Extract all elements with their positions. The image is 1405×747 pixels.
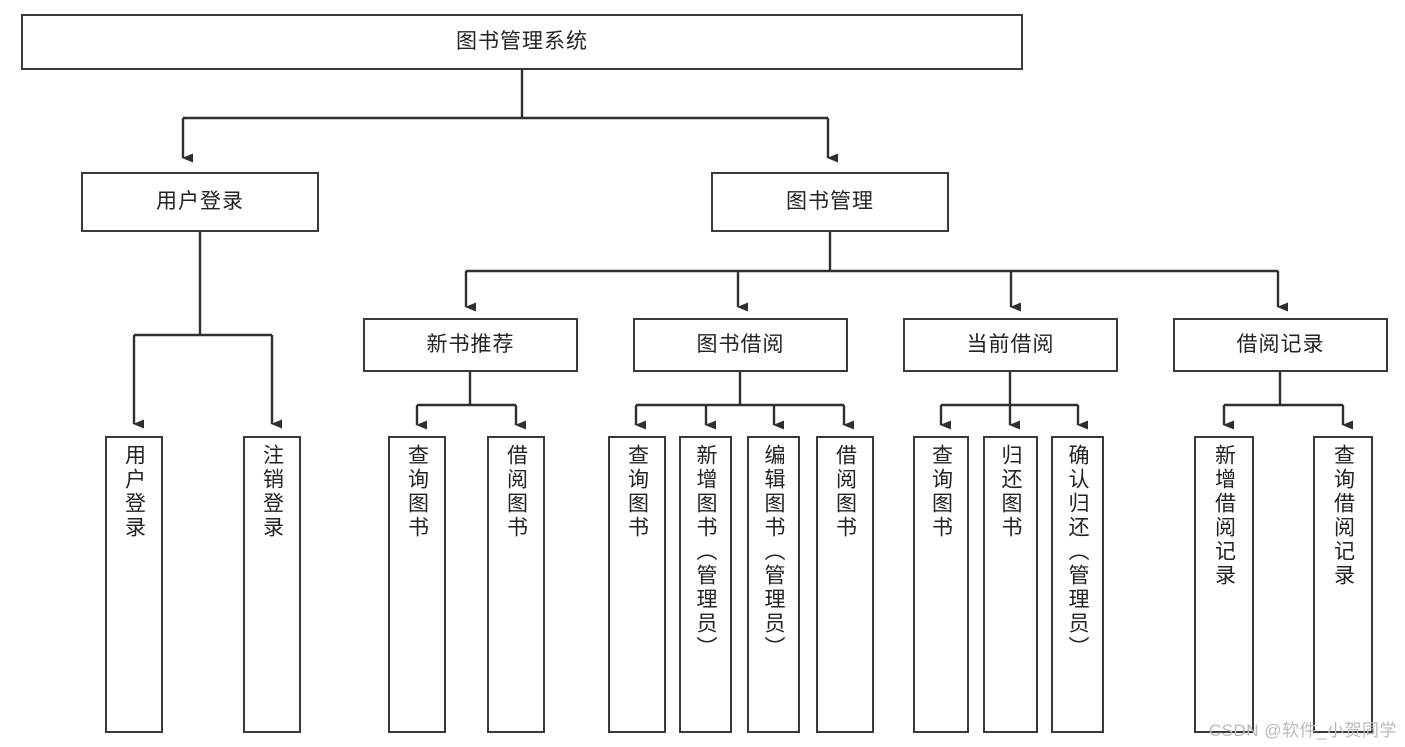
leaf-query-record-label: 查询借阅记录 [1331,444,1355,588]
node-borrow-record-label: 借阅记录 [1236,332,1325,356]
leaf-query-book-3[interactable]: 查询图书 [913,436,969,733]
node-book-borrow[interactable]: 图书借阅 [633,318,848,372]
leaf-confirm-return[interactable]: 确认归还（管理员） [1051,436,1104,733]
node-book-borrow-label: 图书借阅 [696,332,785,356]
leaf-query-book-1[interactable]: 查询图书 [388,436,446,733]
node-book-management-label: 图书管理 [786,189,874,213]
leaf-add-record-label: 新增借阅记录 [1212,444,1236,588]
leaf-borrow-book-2[interactable]: 借阅图书 [816,436,874,733]
node-borrow-record[interactable]: 借阅记录 [1173,318,1388,372]
leaf-user-login-label: 用户登录 [122,444,146,540]
leaf-logout-login[interactable]: 注销登录 [243,436,301,733]
leaf-return-book-label: 归还图书 [999,444,1022,540]
leaf-edit-book-label: 编辑图书（管理员） [762,444,785,660]
leaf-query-book-3-label: 查询图书 [929,444,953,540]
leaf-logout-login-label: 注销登录 [260,444,284,540]
leaf-query-record[interactable]: 查询借阅记录 [1313,436,1373,733]
leaf-return-book[interactable]: 归还图书 [983,436,1038,733]
node-user-login[interactable]: 用户登录 [81,172,319,232]
leaf-query-book-1-label: 查询图书 [405,444,429,540]
leaf-edit-book[interactable]: 编辑图书（管理员） [747,436,800,733]
node-new-book-recommend[interactable]: 新书推荐 [363,318,578,372]
leaf-add-record[interactable]: 新增借阅记录 [1194,436,1254,733]
leaf-confirm-return-label: 确认归还（管理员） [1066,444,1089,660]
leaf-add-book-label: 新增图书（管理员） [694,444,717,660]
leaf-borrow-book-1-label: 借阅图书 [504,444,528,540]
node-current-borrow-label: 当前借阅 [966,332,1055,356]
leaf-query-book-2-label: 查询图书 [625,444,649,540]
node-new-book-recommend-label: 新书推荐 [426,332,515,356]
node-book-management[interactable]: 图书管理 [711,172,949,232]
leaf-user-login[interactable]: 用户登录 [105,436,163,733]
node-root-system[interactable]: 图书管理系统 [21,14,1023,70]
node-user-login-label: 用户登录 [156,189,244,213]
leaf-borrow-book-2-label: 借阅图书 [833,444,857,540]
leaf-borrow-book-1[interactable]: 借阅图书 [487,436,545,733]
leaf-query-book-2[interactable]: 查询图书 [608,436,666,733]
leaf-add-book[interactable]: 新增图书（管理员） [679,436,732,733]
node-root-system-label: 图书管理系统 [456,29,588,53]
node-current-borrow[interactable]: 当前借阅 [903,318,1118,372]
